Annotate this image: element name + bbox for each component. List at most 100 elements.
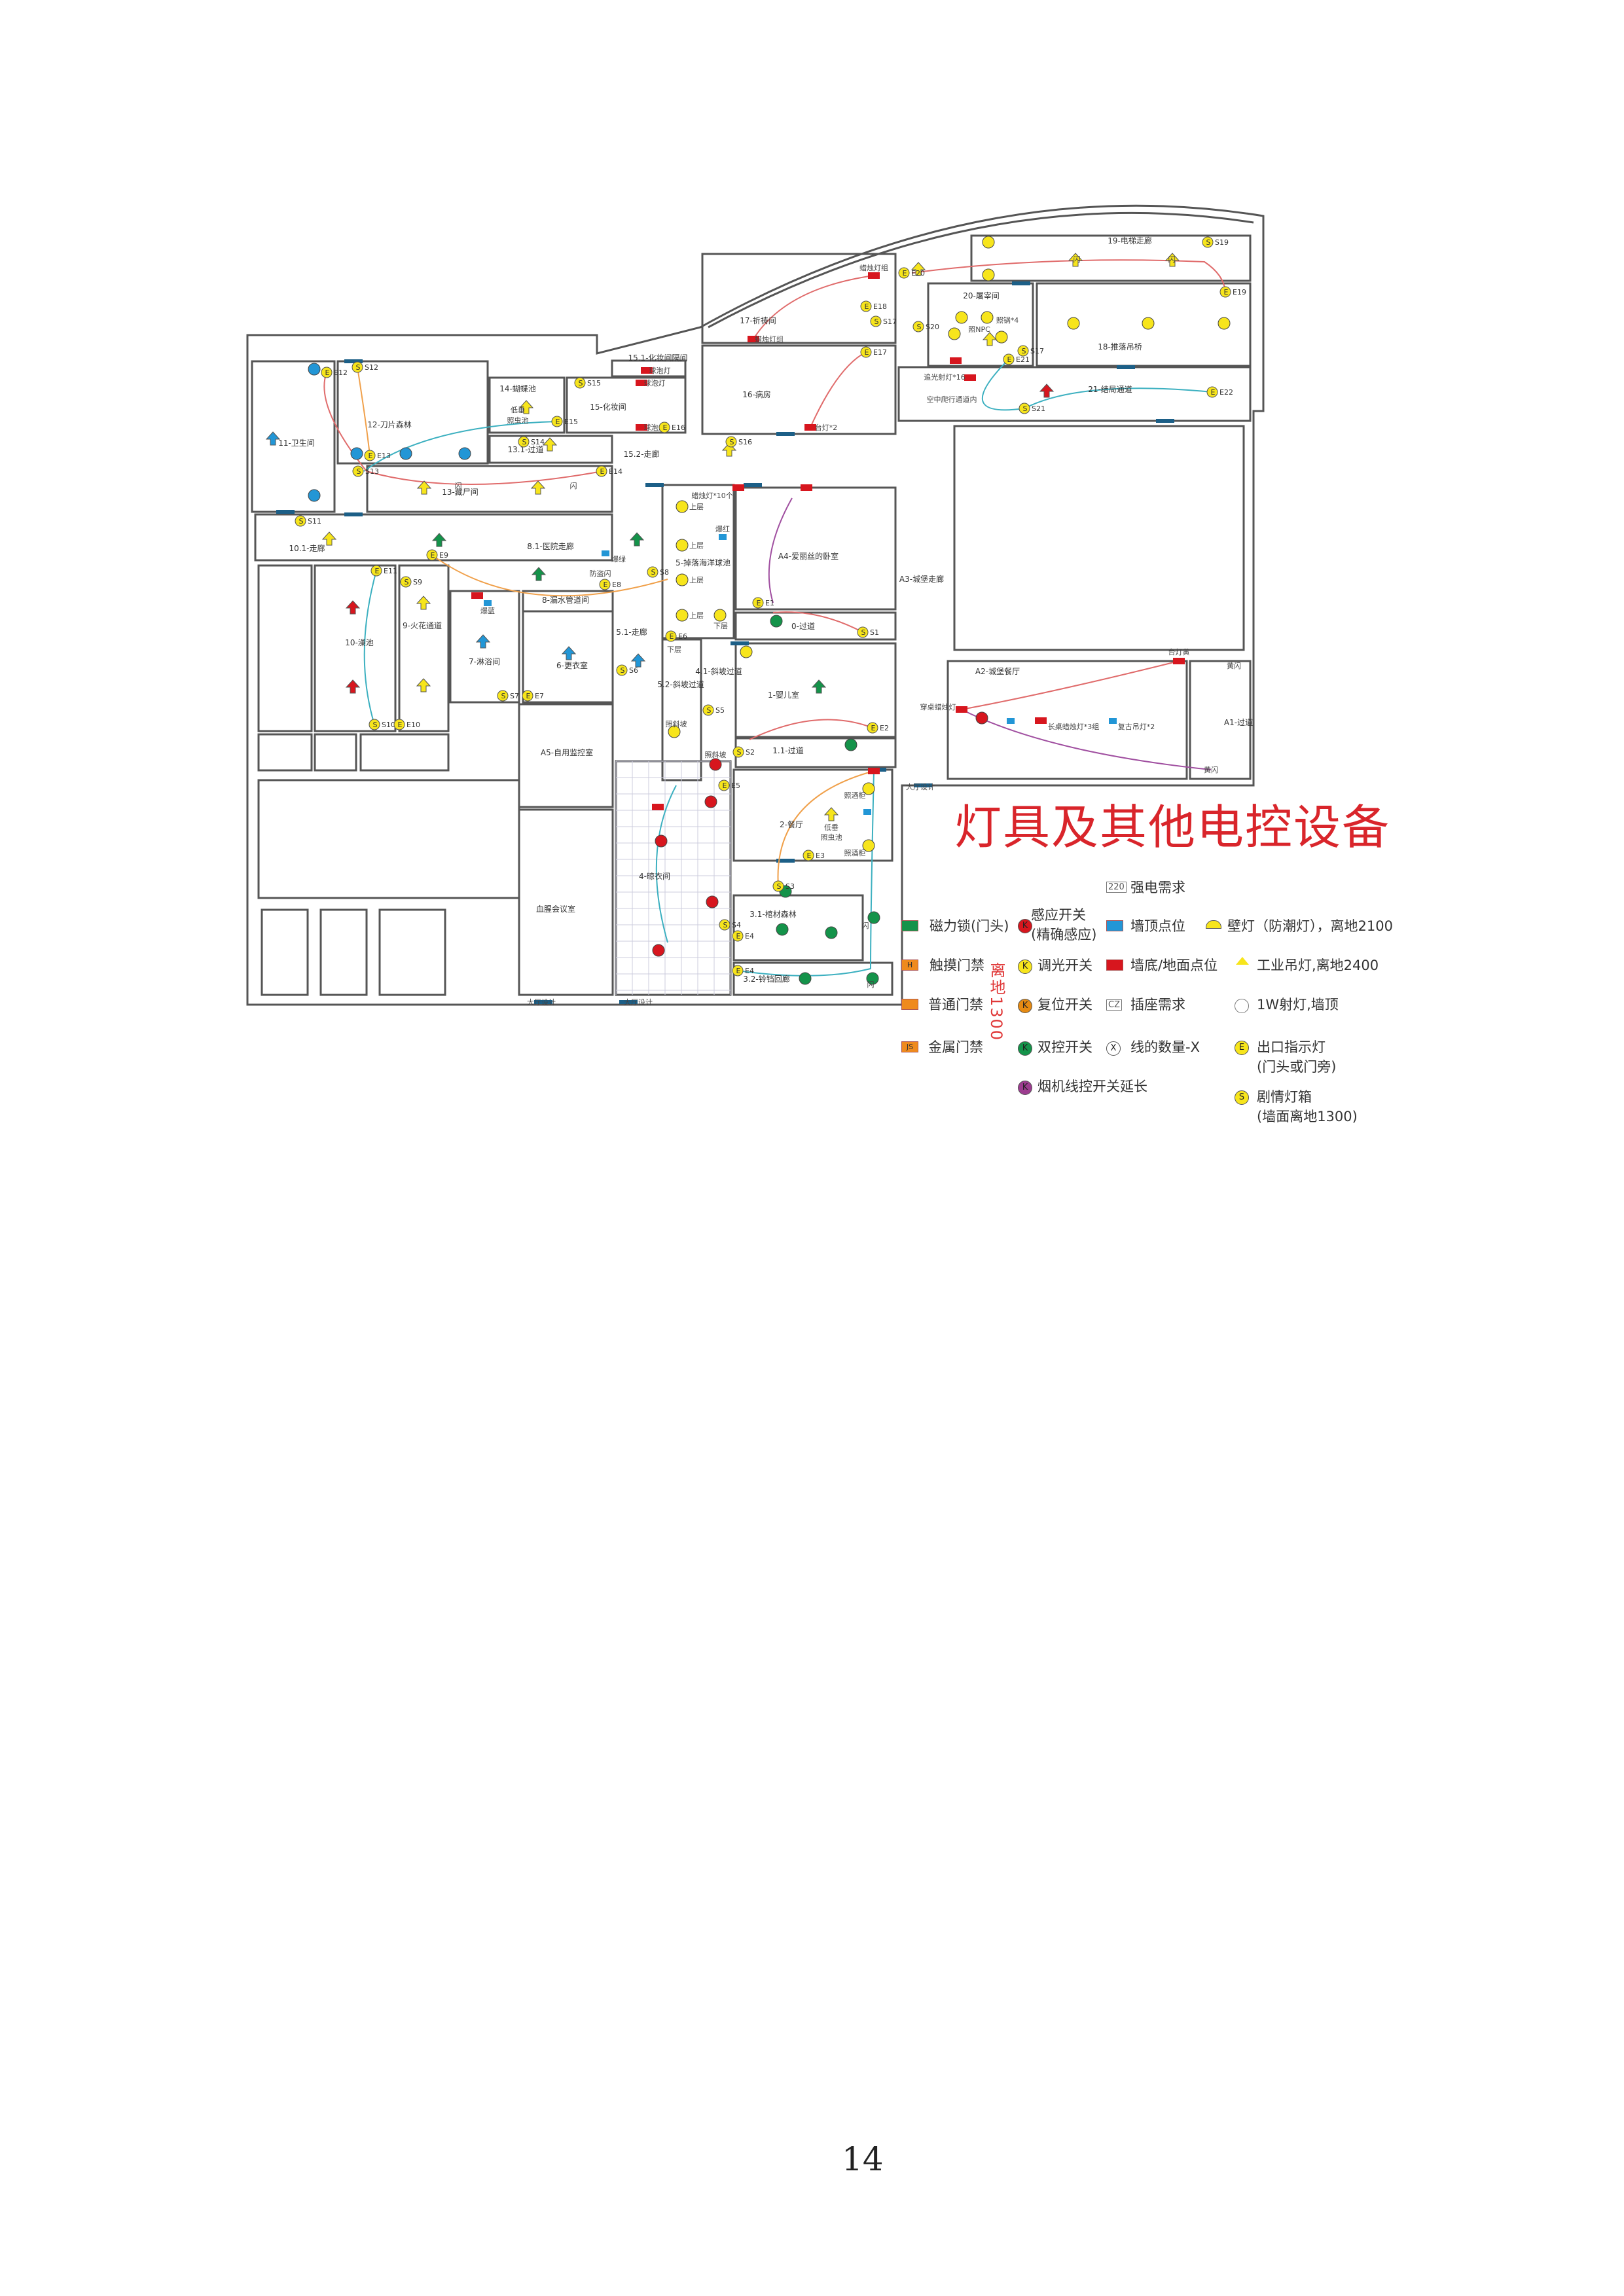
marker-label: E22 bbox=[1219, 388, 1233, 397]
marker-label: S12 bbox=[365, 363, 378, 372]
curved-wall bbox=[708, 211, 1254, 329]
exit-sign-icon bbox=[1219, 286, 1231, 298]
annotation: 球泡灯 bbox=[644, 378, 666, 387]
pendant-lamp-icon bbox=[811, 679, 827, 694]
legend-label-hood-switch: 烟机线控开关延长 bbox=[1038, 1079, 1147, 1094]
wire bbox=[810, 351, 867, 428]
marker-label: S7 bbox=[510, 692, 519, 700]
marker-letter: E bbox=[663, 423, 668, 432]
room-wall bbox=[336, 360, 489, 465]
room-label: 5-掉落海洋球池 bbox=[676, 558, 731, 567]
marker-letter: S bbox=[621, 666, 625, 675]
annotation: 台灯*2 bbox=[815, 423, 838, 432]
marker-label: E4 bbox=[745, 932, 754, 941]
marker-letter: S bbox=[1023, 404, 1028, 413]
exit-sign-icon bbox=[370, 565, 382, 577]
room-label: A3-城堡走廊 bbox=[899, 574, 944, 584]
room-wall bbox=[518, 808, 614, 996]
story-box-icon bbox=[352, 361, 363, 373]
marker-label: E12 bbox=[334, 368, 348, 377]
marker-letter: S bbox=[707, 706, 712, 715]
pendant-lamp-icon bbox=[982, 332, 998, 346]
hood-switch-icon: K bbox=[1018, 1081, 1032, 1095]
green-switch-icon bbox=[867, 911, 880, 924]
marker-letter: S bbox=[723, 921, 728, 929]
blue-lamp-icon bbox=[308, 363, 321, 376]
wire bbox=[753, 275, 875, 340]
exit-sign-icon bbox=[321, 367, 333, 378]
legend-label-wire-count: 线的数量-X bbox=[1130, 1039, 1200, 1055]
exit-sign-icon bbox=[522, 690, 533, 702]
room-wall bbox=[734, 486, 897, 611]
room-wall bbox=[732, 768, 893, 862]
annotation: 大厅设计 bbox=[906, 782, 935, 791]
floor-point-icon bbox=[652, 804, 664, 810]
room-wall bbox=[661, 484, 735, 639]
story-box-icon bbox=[647, 566, 659, 578]
maglock-swatch-icon bbox=[901, 920, 918, 931]
legend-label-dimmer: 调光开关 bbox=[1038, 958, 1092, 973]
marker-letter: E bbox=[736, 967, 741, 975]
room-wall bbox=[947, 660, 1188, 780]
room-wall bbox=[566, 376, 687, 434]
exit-sign-icon bbox=[551, 416, 563, 427]
annotation: 黄闪 bbox=[1204, 765, 1218, 774]
door-marker bbox=[776, 859, 795, 863]
legend-height-note: 离地1300 bbox=[987, 962, 1005, 1042]
yellow-lamp-icon bbox=[1067, 317, 1080, 330]
room-label: 3.2-铃铛回廊 bbox=[743, 974, 789, 984]
room-wall bbox=[970, 234, 1252, 282]
pendant-lamp-icon bbox=[518, 400, 534, 414]
floor-point-icon bbox=[804, 424, 816, 431]
pendant-lamp-icon bbox=[475, 634, 491, 649]
dimmer-icon: K bbox=[1018, 960, 1032, 974]
floor-point-icon bbox=[868, 272, 880, 279]
room-wall bbox=[488, 435, 613, 464]
marker-label: E15 bbox=[564, 418, 578, 426]
pendant-lamp-icon bbox=[345, 679, 361, 694]
room-label: 10-澡池 bbox=[345, 638, 374, 647]
yellow-lamp-icon bbox=[862, 839, 875, 852]
story-box-icon bbox=[369, 719, 380, 730]
room-wall bbox=[366, 465, 613, 513]
door-marker bbox=[276, 510, 295, 514]
story-box-icon bbox=[857, 626, 869, 638]
room-label: 血腥会议室 bbox=[536, 904, 575, 914]
yellow-lamp-icon bbox=[981, 311, 994, 324]
story-box-icon bbox=[870, 315, 882, 327]
marker-letter: E bbox=[398, 721, 403, 729]
room-wall bbox=[734, 642, 897, 738]
marker-label: E2 bbox=[880, 724, 889, 732]
exit-sign-icon bbox=[732, 930, 744, 942]
legend-label-spot: 1W射灯,墙顶 bbox=[1257, 997, 1339, 1013]
pendant-lamp-icon bbox=[823, 807, 839, 821]
wire bbox=[363, 421, 558, 472]
annotation: 照NPC bbox=[968, 325, 990, 334]
room-wall bbox=[449, 590, 520, 704]
room-wall bbox=[897, 366, 1252, 422]
marker-label: S5 bbox=[715, 706, 725, 715]
exit-sign-icon bbox=[1003, 353, 1015, 365]
room-wall bbox=[953, 425, 1245, 651]
marker-label: S17 bbox=[883, 317, 897, 326]
story-box-icon bbox=[725, 436, 737, 448]
room-label: 5.2-斜坡过道 bbox=[657, 680, 704, 689]
story-box-icon: S bbox=[1235, 1090, 1249, 1105]
annotation: 照斜坡 bbox=[705, 751, 727, 759]
yellow-lamp-icon bbox=[676, 573, 689, 586]
annotation: 闪 bbox=[862, 921, 869, 930]
annotation: 防盗闪 bbox=[590, 569, 611, 578]
marker-label: E16 bbox=[672, 423, 685, 432]
ceiling-point-icon bbox=[863, 809, 871, 815]
